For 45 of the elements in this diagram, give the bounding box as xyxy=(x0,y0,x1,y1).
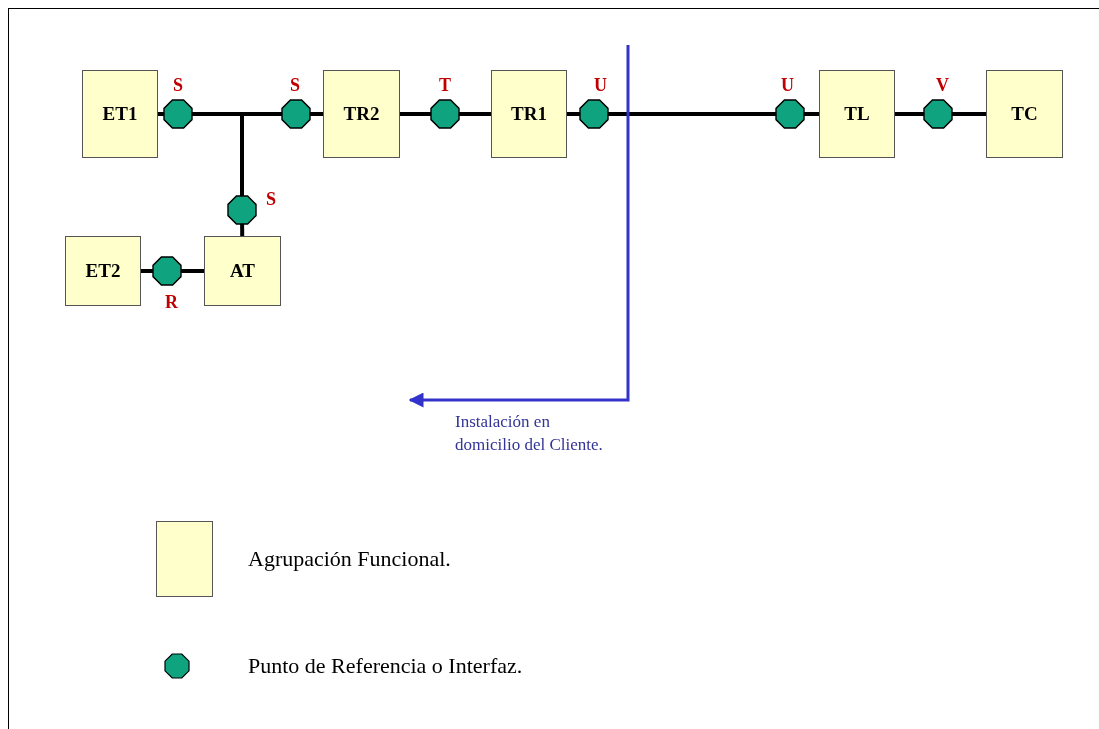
box-label: AT xyxy=(230,260,255,282)
reference-point-icon xyxy=(282,100,310,128)
function-box xyxy=(82,70,158,158)
connector-line xyxy=(181,269,204,273)
reference-point-icon xyxy=(228,196,256,224)
box-label: TL xyxy=(844,103,870,125)
box-label: TR2 xyxy=(343,103,380,125)
function-box xyxy=(986,70,1063,158)
connector-line xyxy=(567,112,580,116)
box-label: ET1 xyxy=(102,103,138,125)
connector-line xyxy=(895,112,924,116)
connector-line xyxy=(192,112,244,196)
connector-line xyxy=(400,112,431,116)
reference-point-label: S xyxy=(173,76,183,94)
box-label: TC xyxy=(1011,103,1038,125)
reference-point-icon xyxy=(580,100,608,128)
connector-line xyxy=(952,112,986,116)
legend-label: Punto de Referencia o Interfaz. xyxy=(248,655,523,677)
legend-label: Agrupación Funcional. xyxy=(248,548,451,570)
function-box xyxy=(819,70,895,158)
connector-line xyxy=(459,112,491,116)
connector-line xyxy=(804,112,819,116)
reference-point-label: S xyxy=(290,76,300,94)
reference-point-icon xyxy=(924,100,952,128)
reference-point-icon xyxy=(153,257,181,285)
reference-point-label: V xyxy=(936,76,949,94)
reference-point-label: T xyxy=(439,76,451,94)
function-box xyxy=(323,70,400,158)
reference-point-label: R xyxy=(165,293,178,311)
connector-line xyxy=(310,112,323,116)
reference-point-icon xyxy=(431,100,459,128)
function-box xyxy=(204,236,281,306)
function-box xyxy=(491,70,567,158)
box-label: ET2 xyxy=(85,260,121,282)
reference-point-label: U xyxy=(781,76,794,94)
function-box xyxy=(65,236,141,306)
reference-point-label: U xyxy=(594,76,607,94)
reference-point-label: S xyxy=(266,190,276,208)
box-label: TR1 xyxy=(511,103,547,125)
connector-line xyxy=(608,112,776,116)
boundary-note: Instalación en domicilio del Cliente. xyxy=(455,411,604,456)
reference-point-icon xyxy=(164,100,192,128)
connector-line xyxy=(240,224,245,236)
connector-line xyxy=(141,269,153,273)
reference-point-icon xyxy=(776,100,804,128)
